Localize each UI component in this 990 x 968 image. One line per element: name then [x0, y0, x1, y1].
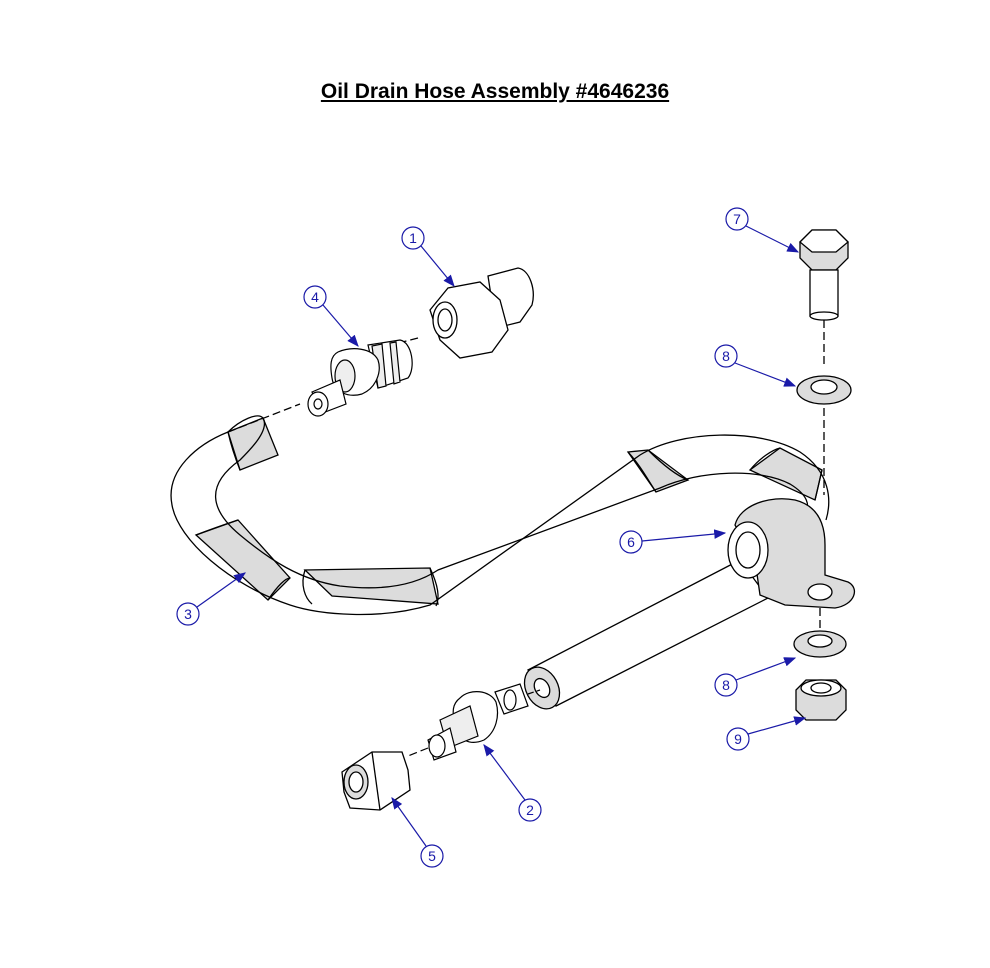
- callout-balloon: [176, 572, 246, 626]
- callout-balloon: [725, 207, 800, 253]
- callout-number: 5: [428, 848, 436, 864]
- callout-number: 1: [409, 230, 417, 246]
- callout-number: 6: [627, 534, 635, 550]
- hose: [170, 403, 830, 616]
- callout-balloon: [726, 716, 807, 751]
- callout-balloon: [391, 797, 444, 868]
- hose-barb-fitting-upper: [307, 339, 413, 417]
- nut-upper: [371, 267, 534, 359]
- washer-upper: [796, 375, 852, 405]
- callout-number: 7: [733, 211, 741, 227]
- nut-lower: [341, 751, 411, 811]
- lock-nut: [795, 679, 847, 721]
- hose-barb-fitting-lower: [407, 683, 541, 761]
- callout-balloon: [483, 744, 542, 822]
- washer-lower: [793, 630, 847, 658]
- hose-straight-section: [523, 559, 769, 710]
- callout-balloon: [714, 657, 797, 697]
- diagram-title: Oil Drain Hose Assembly #4646236: [320, 80, 670, 103]
- callout-balloon: [303, 285, 359, 347]
- callout-balloon: [401, 226, 455, 287]
- callout-number: 8: [722, 677, 730, 693]
- callout-number: 3: [184, 606, 192, 622]
- callout-balloon: [619, 529, 727, 554]
- callout-number: 2: [526, 802, 534, 818]
- bolt: [799, 229, 849, 628]
- callout-balloon: [714, 344, 797, 387]
- clamp: [727, 498, 856, 609]
- callout-number: 8: [722, 348, 730, 364]
- callout-number: 9: [734, 731, 742, 747]
- callout-number: 4: [311, 289, 319, 305]
